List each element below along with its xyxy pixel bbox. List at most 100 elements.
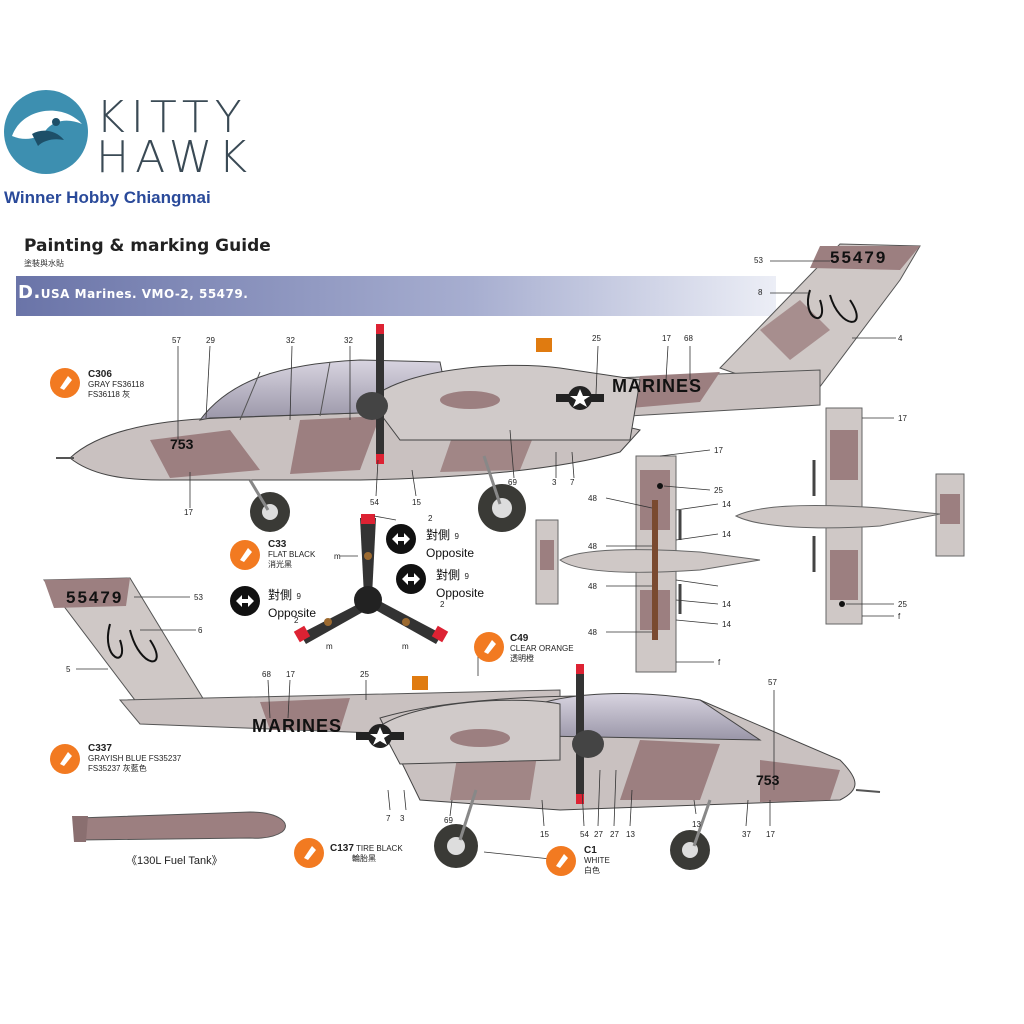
callout-number: 48 [588, 582, 597, 591]
paint-name: WHITE [584, 856, 610, 865]
paint-bucket-icon [294, 838, 324, 868]
callout-number: 57 [768, 678, 777, 687]
callout-number: 29 [206, 336, 215, 345]
scheme-letter: D. [18, 282, 41, 303]
paint-bucket-icon [50, 368, 80, 398]
callout-number: 7 [386, 814, 391, 823]
paint-grayish-blue: C337 GRAYISH BLUE FS35237 FS35237 灰藍色 [88, 744, 181, 774]
paint-code: C306 [88, 369, 112, 380]
paint-bucket-icon [230, 540, 260, 570]
callout-number: 27 [594, 830, 603, 839]
callout-number: 4 [898, 334, 903, 343]
paint-name-cn: 輪胎黑 [352, 854, 376, 863]
callout-number: 17 [714, 446, 723, 455]
guide-title-cn: 塗裝與水貼 [24, 259, 64, 268]
prop-label: m [334, 552, 341, 561]
paint-code: C49 [510, 633, 529, 644]
scheme-banner [16, 276, 776, 316]
callout-number: 25 [714, 486, 723, 495]
prop-label: m [326, 642, 333, 651]
tail-serial-top: 55479 [830, 248, 888, 267]
brand-line-2: HAWK [96, 132, 254, 183]
prop-label: m [402, 642, 409, 651]
callout-number: 69 [508, 478, 517, 487]
brand-line-1: KITTY [96, 92, 248, 143]
callout-number: 17 [662, 334, 671, 343]
paint-tire-black: C137 TIRE BLACK 輪胎黑 [330, 844, 403, 864]
callout-number: 17 [766, 830, 775, 839]
opposite-arrow-icon [386, 524, 416, 554]
callout-number: 32 [286, 336, 295, 345]
paint-bucket-icon [50, 744, 80, 774]
planform-under-view [734, 407, 965, 625]
callout-number: 27 [610, 830, 619, 839]
opposite-en: Opposite [268, 606, 317, 620]
scheme-banner-text: D.USA Marines. VMO-2, 55479. [18, 282, 248, 303]
callout-number: 14 [722, 600, 731, 609]
nose-number-bottom: 753 [756, 772, 780, 788]
callout-number: 5 [66, 665, 71, 674]
paint-name: FLAT BLACK [268, 550, 316, 559]
callout-number: 3 [552, 478, 557, 487]
callout-number: 17 [898, 414, 907, 423]
paint-name: GRAY FS36118 [88, 380, 145, 389]
nose-number-top: 753 [170, 436, 194, 452]
guide-title: Painting & marking Guide [24, 236, 271, 256]
paint-name-cn: FS36118 灰 [88, 390, 131, 399]
callout-number: 54 [580, 830, 589, 839]
callout-number: 13 [626, 830, 635, 839]
callout-number: 57 [172, 336, 181, 345]
opposite-num: 9 [296, 592, 301, 601]
tail-serial-bottom: 55479 [66, 588, 124, 607]
callout-number: 15 [540, 830, 549, 839]
callout-number: 6 [198, 626, 203, 635]
shop-name: Winner Hobby Chiangmai [4, 188, 211, 207]
prop-label: 2 [428, 514, 433, 523]
callout-number: 13 [692, 820, 701, 829]
callout-number: 69 [444, 816, 453, 825]
paint-name-cn: 白色 [584, 866, 600, 875]
opposite-cn: 對側 [436, 568, 461, 582]
callout-number: 48 [588, 494, 597, 503]
top-side-view [56, 243, 921, 532]
callout-number: 68 [262, 670, 271, 679]
paint-name: TIRE BLACK [355, 844, 403, 853]
opposite-label: 對側 9 Opposite [426, 526, 474, 562]
kitty-hawk-logo [2, 88, 90, 176]
paint-white: C1 WHITE 白色 [584, 846, 610, 876]
paint-bucket-icon [546, 846, 576, 876]
callout-number: 53 [754, 256, 763, 265]
callout-number: 54 [370, 498, 379, 507]
paint-name-cn: 消光黑 [268, 560, 292, 569]
planform-top-view [535, 455, 761, 673]
callout-number: 37 [742, 830, 751, 839]
opposite-cn: 對側 [268, 588, 293, 602]
callout-number: 48 [588, 628, 597, 637]
callout-number: 14 [722, 530, 731, 539]
callout-number: 53 [194, 593, 203, 602]
opposite-cn: 對側 [426, 528, 451, 542]
fuel-tank [72, 811, 286, 842]
paint-name: GRAYISH BLUE FS35237 [88, 754, 182, 763]
paint-name-cn: FS35237 灰藍色 [88, 764, 147, 773]
marines-bottom: MARINES [252, 716, 343, 736]
prop-label: 2 [440, 600, 445, 609]
callout-number: 14 [722, 500, 731, 509]
callout-number: 17 [286, 670, 295, 679]
paint-bucket-icon [474, 632, 504, 662]
paint-flat-black: C33 FLAT BLACK 消光黑 [268, 540, 315, 570]
callout-number: 25 [360, 670, 369, 679]
fuel-tank-label: 《130L Fuel Tank》 [126, 855, 223, 867]
paint-gray: C306 GRAY FS36118 FS36118 灰 [88, 370, 144, 400]
opposite-label: 對側 9 Opposite [268, 586, 316, 622]
callout-number: 15 [412, 498, 421, 507]
callout-number: 32 [344, 336, 353, 345]
paint-name: CLEAR ORANGE [510, 644, 574, 653]
bottom-side-view [43, 577, 881, 870]
callout-number: 14 [722, 620, 731, 629]
paint-clear-orange: C49 CLEAR ORANGE 透明橙 [510, 634, 574, 664]
callout-number: f [898, 612, 901, 621]
opposite-arrow-icon [230, 586, 260, 616]
scheme-text: USA Marines. VMO-2, 55479. [40, 287, 249, 301]
